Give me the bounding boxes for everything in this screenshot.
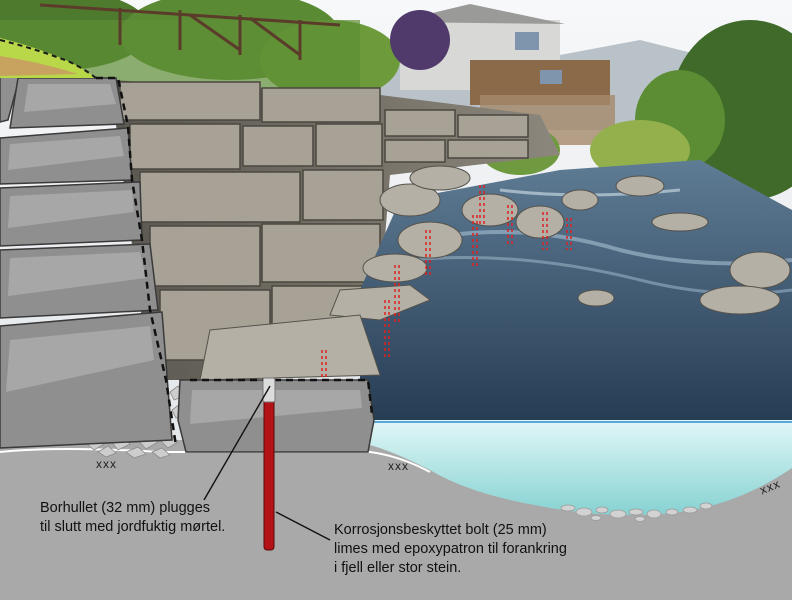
wall-outline-dashed xyxy=(96,76,178,447)
scratch-mark-2: xxx xyxy=(388,459,409,473)
bolt-callout-line-3: i fjell eller stor stein. xyxy=(334,560,462,576)
borehole-callout-line-2: til slutt med jordfuktig mørtel. xyxy=(40,519,226,535)
leader-line-borehole xyxy=(203,385,271,501)
grass-outline xyxy=(0,39,97,79)
borehole-callout: Borhullet (32 mm) plugges til slutt med … xyxy=(40,499,225,537)
drill-markers xyxy=(321,185,572,495)
bolt-callout-line-2: limes med epoxypatron til forankring xyxy=(334,541,567,557)
soil-layer xyxy=(0,56,78,76)
borehole-callout-line-1: Borhullet (32 mm) plugges xyxy=(40,500,211,516)
leader-line-bolt xyxy=(275,511,331,541)
railing xyxy=(39,3,341,60)
photo-background xyxy=(0,0,792,495)
bedrock-edge xyxy=(0,448,431,473)
stone-retaining-wall xyxy=(110,80,560,380)
foundation-stone xyxy=(177,378,375,453)
gravel-bed xyxy=(560,502,713,522)
anchor-bolt xyxy=(262,377,276,551)
bolt-callout: Korrosjonsbeskyttet bolt (25 mm) limes m… xyxy=(334,521,567,578)
bedrock-ground xyxy=(0,449,792,600)
river-boulders xyxy=(199,165,791,381)
bolt-callout-line-1: Korrosjonsbeskyttet bolt (25 mm) xyxy=(334,522,547,538)
scratch-mark-1: xxx xyxy=(96,457,117,471)
water-cross-section xyxy=(370,420,792,515)
